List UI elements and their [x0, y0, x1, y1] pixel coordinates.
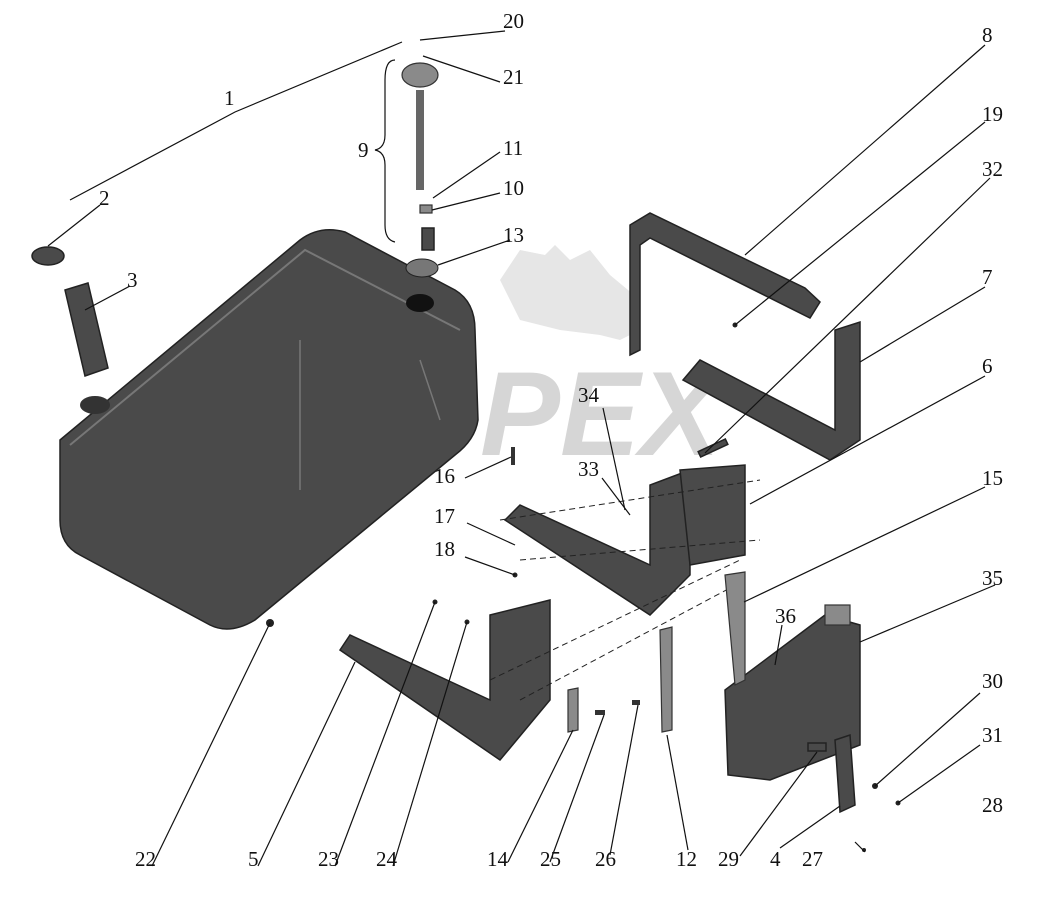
callout-19: 19	[982, 102, 1003, 126]
callout-13: 13	[503, 223, 524, 247]
callout-25: 25	[540, 847, 561, 871]
callout-32: 32	[982, 157, 1003, 181]
callout-8: 8	[982, 23, 993, 47]
callout-22: 22	[135, 847, 156, 871]
callout-21: 21	[503, 65, 524, 89]
callout-20: 20	[503, 9, 524, 33]
callout-36: 36	[775, 604, 796, 628]
filler-neck	[64, 282, 109, 377]
filler-cap	[31, 246, 65, 266]
lower-bracket	[338, 559, 746, 762]
callout-7: 7	[982, 265, 993, 289]
middle-bracket	[499, 464, 761, 616]
leader-lines	[47, 30, 996, 867]
callout-11: 11	[503, 136, 523, 160]
callout-29: 29	[718, 847, 739, 871]
fuel-tank	[59, 229, 479, 630]
fuel-sender	[401, 62, 439, 251]
callout-35: 35	[982, 566, 1003, 590]
callout-18: 18	[434, 537, 455, 561]
callout-6: 6	[982, 354, 993, 378]
watermark-logo: PEX	[480, 245, 727, 481]
callout-27: 27	[802, 847, 823, 871]
callout-15: 15	[982, 466, 1003, 490]
callout-28: 28	[982, 793, 1003, 817]
callout-17: 17	[434, 504, 455, 528]
callout-12: 12	[676, 847, 697, 871]
callout-3: 3	[127, 268, 138, 292]
callout-31: 31	[982, 723, 1003, 747]
small-parts	[266, 322, 901, 852]
callout-10: 10	[503, 176, 524, 200]
brace-9	[374, 59, 396, 243]
callout-9: 9	[358, 138, 369, 162]
callout-1: 1	[224, 86, 235, 110]
callout-23: 23	[318, 847, 339, 871]
callout-26: 26	[595, 847, 616, 871]
callout-5: 5	[248, 847, 259, 871]
callout-34: 34	[578, 383, 600, 407]
callout-16: 16	[434, 464, 455, 488]
callout-2: 2	[99, 186, 110, 210]
watermark-text: PEX	[480, 347, 727, 481]
battery-box	[724, 604, 861, 781]
callout-24: 24	[376, 847, 398, 871]
callout-30: 30	[982, 669, 1003, 693]
callout-4: 4	[770, 847, 781, 871]
callout-labels: 1 2 3 4 5 6 7 8 9 10 11 12 13 14 15 16 1…	[99, 9, 1003, 871]
callout-14: 14	[487, 847, 509, 871]
callout-33: 33	[578, 457, 599, 481]
